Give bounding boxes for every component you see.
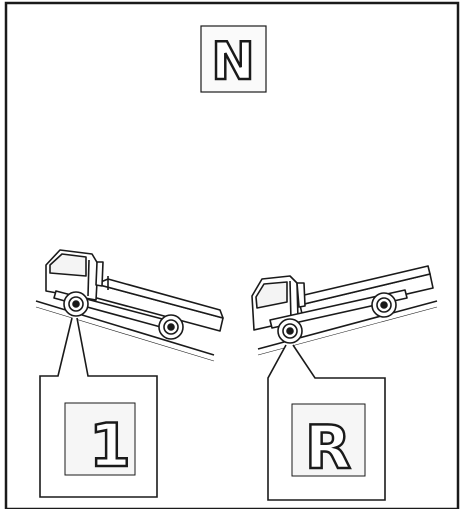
top-gear-letter: N xyxy=(211,32,255,92)
downhill-gear-letter: 1 xyxy=(89,411,131,481)
truck-uphill xyxy=(252,266,437,355)
callout-downhill: 1 xyxy=(40,318,157,497)
truck-downhill xyxy=(36,250,223,361)
top-gear-indicator: N xyxy=(201,26,266,92)
callout-uphill: R xyxy=(268,345,385,500)
uphill-gear-letter: R xyxy=(305,413,351,483)
